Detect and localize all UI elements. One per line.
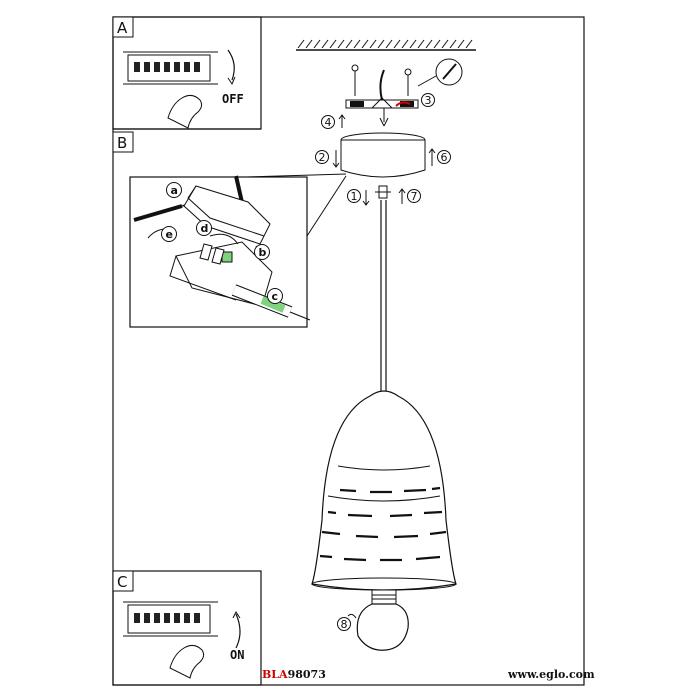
hand-icon <box>167 94 203 129</box>
footer: BLA98073 www.eglo.com <box>262 668 595 681</box>
pendant-cord <box>380 200 387 392</box>
panel-b-tab <box>112 131 134 153</box>
screw-detail-circle <box>417 58 463 87</box>
panel-c-tab <box>112 570 134 592</box>
step-3-marker: 3 <box>421 93 435 107</box>
breaker-box-icon <box>123 601 218 637</box>
panel-a-tab <box>112 16 134 38</box>
product-code-number: 98073 <box>288 668 326 681</box>
detail-marker-a: a <box>166 182 182 198</box>
svg-text:c: c <box>272 290 279 303</box>
detail-callout-line <box>306 175 347 237</box>
light-bulb <box>347 589 409 651</box>
panel-c: C ON <box>112 570 262 686</box>
svg-text:4: 4 <box>325 116 332 129</box>
mounting-bracket <box>345 64 419 127</box>
step-4-marker: 4 <box>321 115 335 129</box>
panel-a: A OFF <box>112 16 262 130</box>
step-6-marker: 6 <box>437 150 451 164</box>
svg-text:b: b <box>259 246 267 259</box>
svg-text:3: 3 <box>425 94 432 107</box>
step-7-marker: 7 <box>407 189 421 203</box>
svg-text:a: a <box>171 184 178 197</box>
detail-marker-b: b <box>254 244 270 260</box>
svg-text:2: 2 <box>319 151 326 164</box>
ceiling-canopy <box>340 132 426 199</box>
panel-b-label: B <box>117 134 127 152</box>
detail-marker-d: d <box>196 220 212 236</box>
detail-marker-c: c <box>267 288 283 304</box>
panel-a-label: A <box>117 19 128 37</box>
direction-arrows <box>332 114 436 206</box>
terminal-block-detail: a e d b c <box>129 175 311 328</box>
switch-up-arrow-icon <box>235 613 241 649</box>
panel-c-label: C <box>117 573 127 591</box>
step-1-marker: 1 <box>347 189 361 203</box>
product-code-prefix: BLA <box>262 668 288 681</box>
website: www.eglo.com <box>507 668 595 681</box>
switch-down-arrow-icon <box>227 49 235 81</box>
svg-text:8: 8 <box>341 618 348 631</box>
svg-text:6: 6 <box>441 151 448 164</box>
svg-text:d: d <box>201 222 209 235</box>
off-label: OFF <box>222 92 244 106</box>
ceiling <box>296 39 476 51</box>
product-code: BLA98073 <box>262 668 326 681</box>
svg-text:e: e <box>166 228 173 241</box>
step-8-marker: 8 <box>337 617 351 631</box>
breaker-box-icon <box>123 51 218 85</box>
detail-marker-e: e <box>161 226 177 242</box>
lamp-shade <box>311 390 457 591</box>
step-2-marker: 2 <box>315 150 329 164</box>
hand-icon <box>169 644 205 679</box>
page-frame <box>112 16 585 686</box>
svg-text:7: 7 <box>411 190 418 203</box>
svg-text:1: 1 <box>351 190 358 203</box>
on-label: ON <box>230 648 244 662</box>
panel-b: B <box>112 128 261 153</box>
shade-slots <box>319 486 447 562</box>
